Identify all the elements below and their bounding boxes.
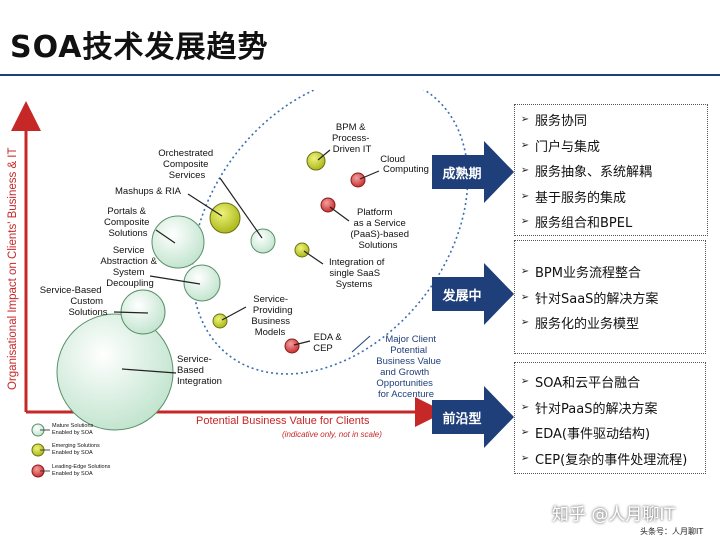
list-item: ➢门户与集成	[515, 133, 707, 159]
label-cloud: Cloud Computing	[380, 154, 429, 175]
x-axis-note: (indicative only, not in scale)	[282, 430, 382, 439]
list-item: ➢针对PaaS的解决方案	[515, 395, 705, 421]
title-underline	[0, 74, 720, 76]
label-eda: EDA & CEP	[313, 332, 344, 354]
list-item: ➢SOA和云平台融合	[515, 369, 705, 395]
stage-arrow-developing: 发展中	[432, 263, 514, 325]
bullet-arrow-icon: ➢	[520, 452, 530, 464]
bubble-eda	[284, 338, 300, 354]
label-bpm: BPM & Process- Driven IT	[332, 122, 372, 155]
bullet-arrow-icon: ➢	[520, 114, 530, 126]
list-item: ➢服务化的业务模型	[515, 310, 705, 336]
bullet-arrow-icon: ➢	[520, 139, 530, 151]
svg-text:Emerging Solutions: Emerging Solutions	[52, 443, 100, 449]
label-portals: Portals & Composite Solutions	[104, 206, 152, 239]
bubble-service-providing	[212, 313, 228, 329]
y-axis-label: Organisational Impact on Clients' Busine…	[7, 147, 19, 390]
stage-arrow-mature: 成熟期	[432, 141, 514, 203]
bullet-arrow-icon: ➢	[520, 376, 530, 388]
watermark: 知乎 @人月聊IT	[552, 505, 675, 525]
label-service-providing: Service- Providing Business Models	[251, 294, 295, 338]
bubble-bpm	[306, 151, 326, 171]
bubble-service-based-integration	[56, 313, 174, 431]
bubble-orchestrated	[250, 228, 276, 254]
list-item: ➢服务协同	[515, 107, 707, 133]
arrow-right-icon	[432, 386, 514, 448]
stage-label: 成熟期	[442, 166, 482, 182]
panel-frontier: ➢SOA和云平台融合 ➢针对PaaS的解决方案 ➢EDA(事件驱动结构) ➢CE…	[514, 362, 706, 474]
list-item: ➢CEP(复杂的事件处理流程)	[515, 446, 705, 472]
bubble-portals	[151, 215, 205, 269]
stage-label: 前沿型	[442, 411, 482, 427]
legend-leading: Leading-Edge Solutions Enabled by SOA	[31, 464, 111, 478]
stage-arrow-frontier: 前沿型	[432, 386, 514, 448]
panel-mature: ➢服务协同 ➢门户与集成 ➢服务抽象、系统解耦 ➢基于服务的集成 ➢服务组合和B…	[514, 104, 708, 236]
svg-text:Enabled by SOA: Enabled by SOA	[52, 430, 93, 436]
stage-label: 发展中	[442, 288, 482, 304]
label-mashups: Mashups & RIA	[115, 186, 182, 197]
panel-developing: ➢BPM业务流程整合 ➢针对SaaS的解决方案 ➢服务化的业务模型	[514, 240, 706, 354]
bullet-arrow-icon: ➢	[520, 190, 530, 202]
bullet-arrow-icon: ➢	[520, 291, 530, 303]
list-item: ➢BPM业务流程整合	[515, 259, 705, 285]
bubble-cloud	[350, 172, 366, 188]
svg-text:Enabled by SOA: Enabled by SOA	[52, 450, 93, 456]
ellipse-note-pointer	[351, 335, 371, 353]
label-service-abstraction: Service Abstraction & System Decoupling	[100, 245, 159, 289]
bullet-arrow-icon: ➢	[520, 266, 530, 278]
svg-text:Enabled by SOA: Enabled by SOA	[52, 471, 93, 477]
list-item: ➢针对SaaS的解决方案	[515, 285, 705, 311]
leader-lines	[113, 149, 380, 374]
bullet-arrow-icon: ➢	[520, 401, 530, 413]
opportunity-ellipse	[191, 90, 469, 375]
x-axis-label: Potential Business Value for Clients	[196, 415, 370, 427]
ellipse-note: Major Client Potential Business Value an…	[376, 334, 443, 400]
svg-text:Leading-Edge Solutions: Leading-Edge Solutions	[52, 464, 111, 470]
bullet-arrow-icon: ➢	[520, 165, 530, 177]
legend-mature: Mature Solutions Enabled by SOA	[31, 423, 94, 437]
bubble-saas	[294, 242, 310, 258]
list-item: ➢服务抽象、系统解耦	[515, 158, 707, 184]
bullet-arrow-icon: ➢	[520, 427, 530, 439]
svg-text:Mature Solutions: Mature Solutions	[52, 423, 94, 429]
arrow-right-icon	[432, 263, 514, 325]
legend: Mature Solutions Enabled by SOA Emerging…	[31, 423, 111, 478]
label-service-based-custom: Service-Based Custom Solutions	[40, 285, 108, 318]
bubble-paas	[320, 197, 336, 213]
arrow-right-icon	[432, 141, 514, 203]
list-item: ➢EDA(事件驱动结构)	[515, 420, 705, 446]
label-service-based-integration: Service- Based Integration	[177, 354, 222, 387]
soa-maturity-diagram: Organisational Impact on Clients' Busine…	[7, 90, 469, 478]
label-saas: Integration of single SaaS Systems	[329, 257, 387, 290]
bullet-arrow-icon: ➢	[520, 216, 530, 228]
bubble-service-abstraction	[183, 264, 221, 302]
label-orchestrated: Orchestrated Composite Services	[158, 148, 216, 181]
page-title: SOA技术发展趋势	[10, 30, 269, 65]
footer-source: 头条号：人月聊IT	[640, 527, 704, 536]
label-paas: Platform as a Service (PaaS)-based Solut…	[350, 207, 411, 251]
list-item: ➢服务组合和BPEL	[515, 209, 707, 235]
bullet-arrow-icon: ➢	[520, 317, 530, 329]
list-item: ➢基于服务的集成	[515, 184, 707, 210]
legend-emerging: Emerging Solutions Enabled by SOA	[31, 443, 100, 457]
bubble-mashups	[209, 202, 241, 234]
